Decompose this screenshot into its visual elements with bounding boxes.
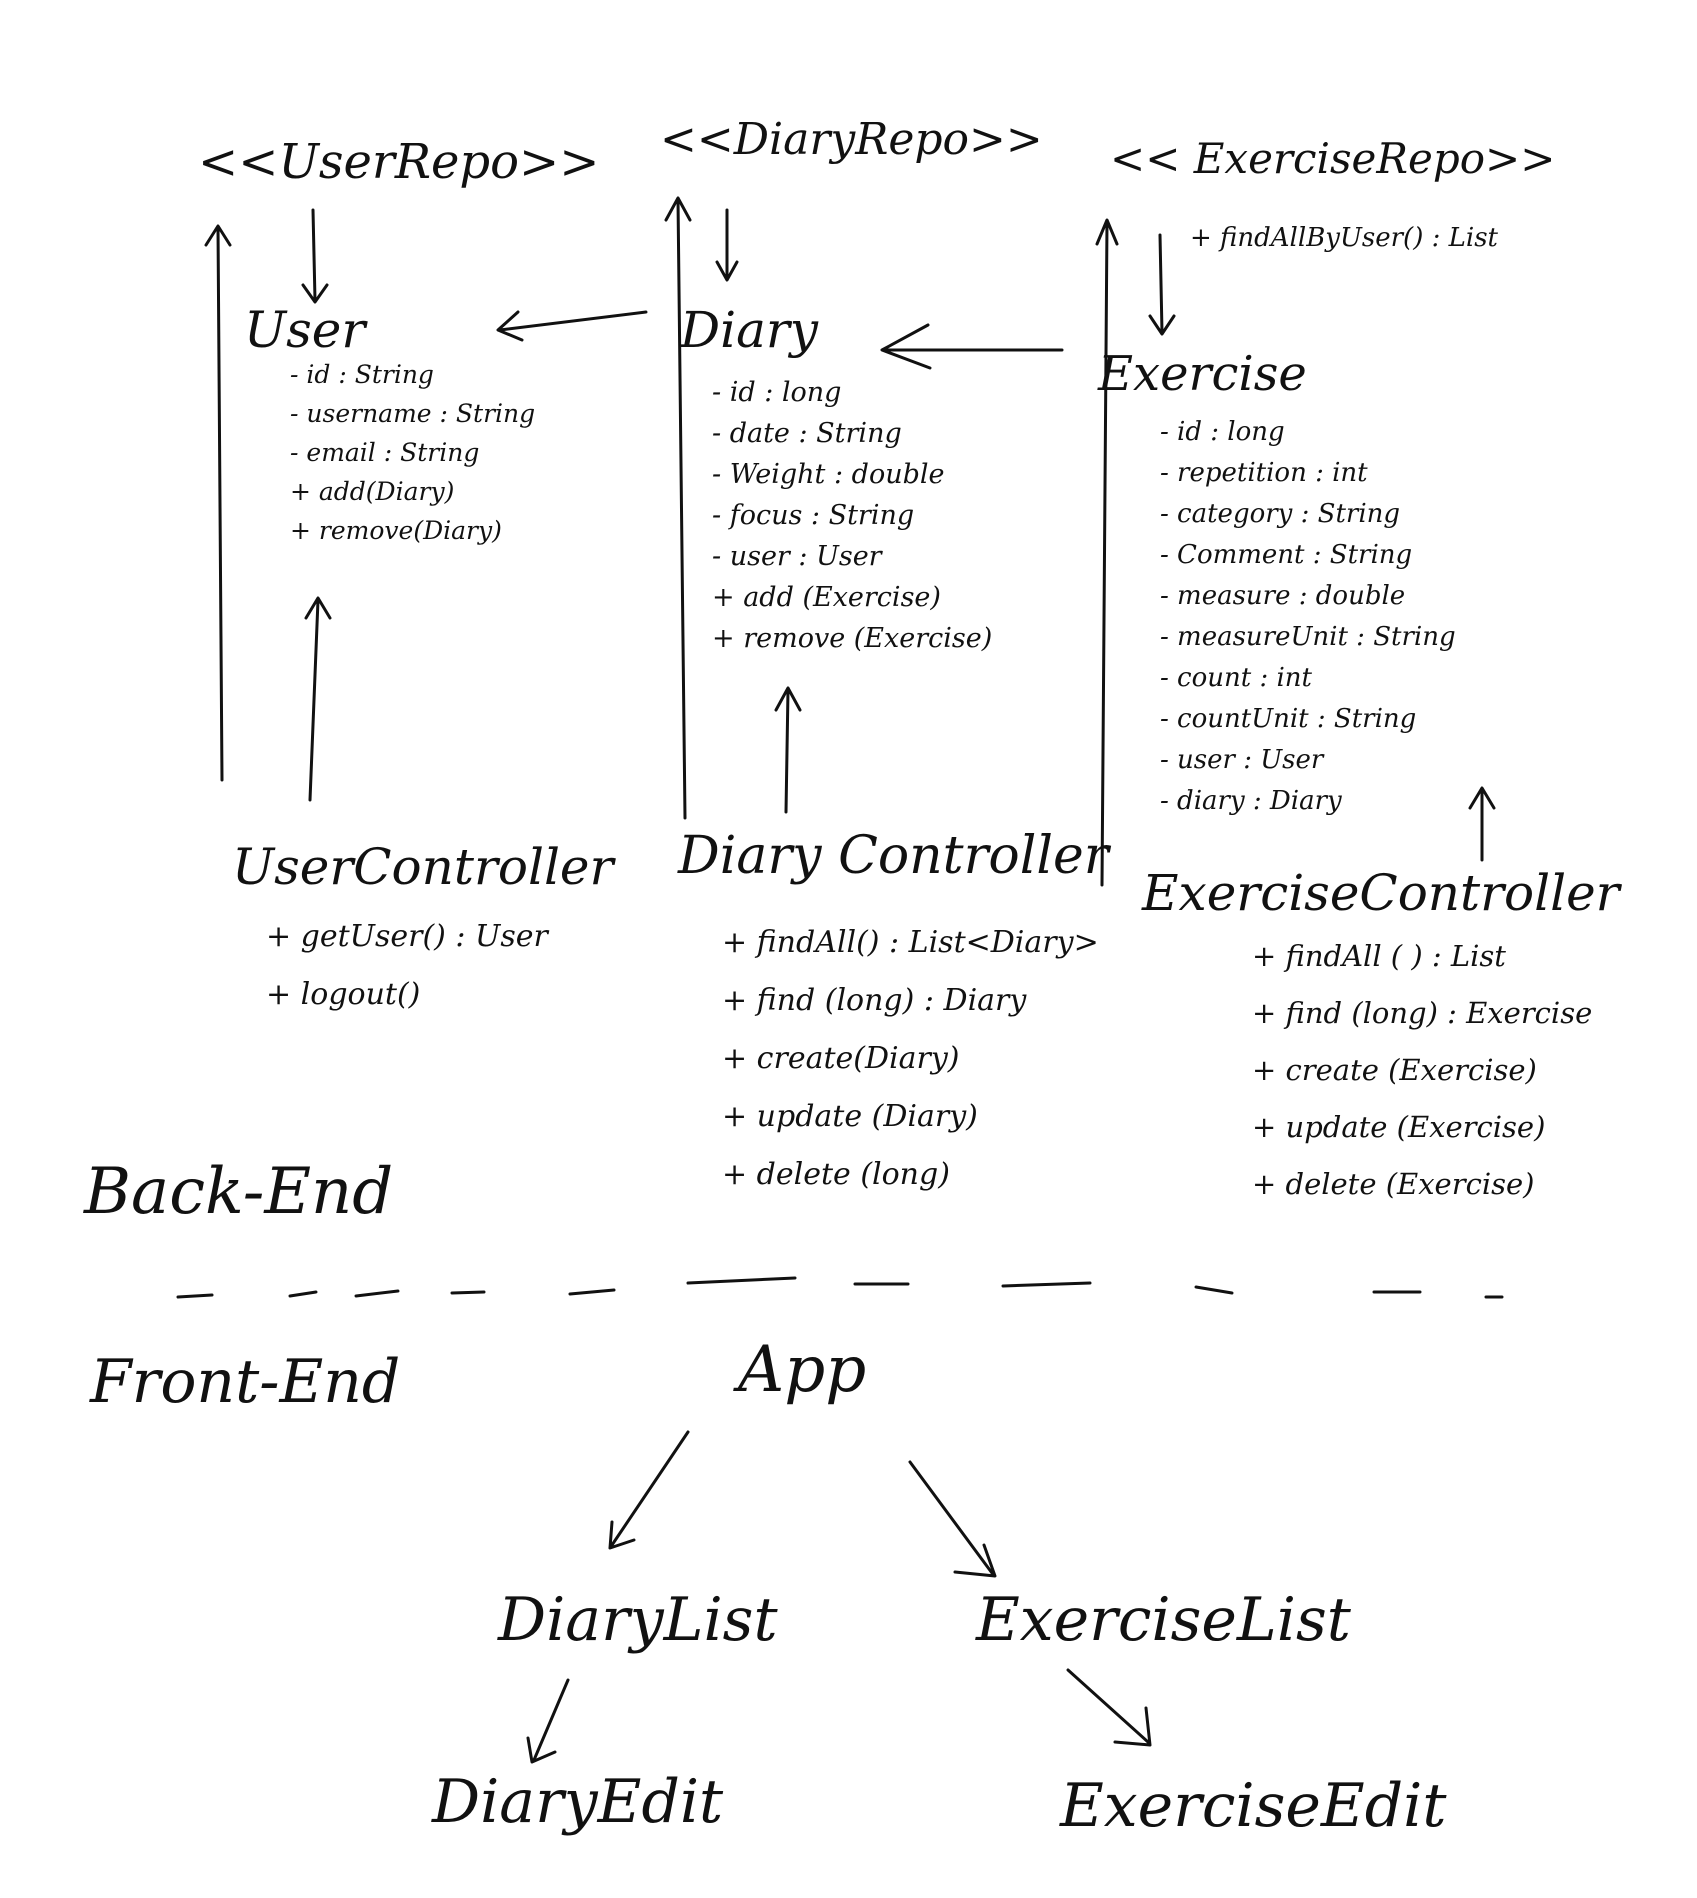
diary-controller-member: + findAll() : List<Diary> — [722, 925, 1099, 960]
diary-member: - date : String — [712, 418, 902, 449]
arrow-usercontroller-to-userrepo — [204, 224, 232, 782]
arrow-exerciserepo-to-exercise — [1148, 233, 1176, 336]
exercise-member: - diary : Diary — [1160, 786, 1342, 816]
user-repo-title: <<UserRepo>> — [198, 134, 600, 190]
layer-divider — [176, 1276, 1504, 1299]
arrow-usercontroller-to-user — [304, 596, 332, 802]
diary-member: + remove (Exercise) — [712, 623, 993, 654]
arrow-diarycontroller-to-diaryrepo — [664, 196, 692, 820]
frontend-label: Front-End — [90, 1347, 401, 1417]
arrow-exercise-to-diary — [880, 323, 1064, 370]
arrow-diarylist-to-diaryedit — [526, 1678, 570, 1764]
exercise-member: - measureUnit : String — [1160, 622, 1456, 652]
app-component: App — [738, 1333, 867, 1407]
exercise-entity-title: Exercise — [1098, 346, 1307, 402]
diary-entity-members: - id : long - date : String - Weight : d… — [712, 372, 992, 659]
diary-controller-member: + delete (long) — [722, 1157, 950, 1192]
exercise-controller-member: + delete (Exercise) — [1252, 1167, 1535, 1201]
exercise-repo-title: << ExerciseRepo>> — [1110, 134, 1556, 183]
diary-list-component: DiaryList — [498, 1585, 778, 1655]
exercise-controller-member: + create (Exercise) — [1252, 1053, 1537, 1087]
user-controller-member: + getUser() : User — [266, 919, 548, 954]
exercise-controller-members: + findAll ( ) : List + find (long) : Exe… — [1252, 928, 1592, 1213]
diary-controller-member: + create(Diary) — [722, 1041, 960, 1076]
exercise-entity-members: - id : long - repetition : int - categor… — [1160, 412, 1456, 822]
exercise-list-component: ExerciseList — [976, 1585, 1351, 1655]
diary-member: - id : long — [712, 377, 842, 408]
diary-edit-component: DiaryEdit — [432, 1767, 724, 1837]
arrow-userrepo-to-user — [301, 208, 329, 304]
exercise-member: - category : String — [1160, 499, 1401, 529]
user-member: - id : String — [290, 360, 434, 389]
exercise-member: - Comment : String — [1160, 540, 1413, 570]
exercise-repo-member: + findAllByUser() : List — [1190, 223, 1499, 253]
diary-member: - Weight : double — [712, 459, 945, 490]
user-entity-title: User — [244, 301, 366, 359]
exercise-controller-member: + update (Exercise) — [1252, 1110, 1546, 1144]
user-member: - username : String — [290, 399, 536, 428]
exercise-member: - countUnit : String — [1160, 704, 1417, 734]
diary-member: + add (Exercise) — [712, 582, 941, 613]
arrow-diaryrepo-to-diary — [715, 208, 739, 282]
exercise-repo-members: + findAllByUser() : List — [1190, 218, 1498, 259]
diary-controller-member: + find (long) : Diary — [722, 983, 1027, 1018]
arrow-app-to-diarylist — [608, 1430, 690, 1550]
arrow-diarycontroller-to-diary — [774, 686, 802, 814]
exercise-member: - count : int — [1160, 663, 1313, 693]
user-entity-members: - id : String - username : String - emai… — [290, 355, 535, 550]
arrow-exercisecontroller-to-exercise — [1468, 786, 1496, 862]
user-member: - email : String — [290, 438, 480, 467]
diary-controller-member: + update (Diary) — [722, 1099, 978, 1134]
arrow-exercisecontroller-to-exerciserepo — [1095, 218, 1119, 887]
user-member: + remove(Diary) — [290, 516, 502, 545]
arrow-exerciselist-to-exerciseedit — [1066, 1668, 1152, 1747]
backend-label: Back-End — [84, 1155, 394, 1229]
exercise-member: - id : long — [1160, 417, 1285, 447]
exercise-controller-title: ExerciseController — [1142, 864, 1620, 922]
arrow-diary-to-user — [496, 310, 648, 342]
diary-member: - focus : String — [712, 500, 915, 531]
diary-controller-members: + findAll() : List<Diary> + find (long) … — [722, 914, 1099, 1204]
arrow-app-to-exerciselist — [908, 1460, 997, 1578]
exercise-controller-member: + findAll ( ) : List — [1252, 939, 1506, 973]
user-controller-members: + getUser() : User + logout() — [266, 908, 548, 1024]
exercise-member: - user : User — [1160, 745, 1324, 775]
diary-member: - user : User — [712, 541, 882, 572]
diary-entity-title: Diary — [680, 301, 819, 359]
user-controller-member: + logout() — [266, 977, 421, 1012]
diary-controller-title: Diary Controller — [678, 826, 1109, 886]
diary-repo-title: <<DiaryRepo>> — [660, 114, 1043, 165]
exercise-member: - measure : double — [1160, 581, 1406, 611]
exercise-member: - repetition : int — [1160, 458, 1368, 488]
exercise-controller-member: + find (long) : Exercise — [1252, 996, 1593, 1030]
user-controller-title: UserController — [232, 838, 614, 896]
user-member: + add(Diary) — [290, 477, 455, 506]
exercise-edit-component: ExerciseEdit — [1060, 1771, 1447, 1841]
